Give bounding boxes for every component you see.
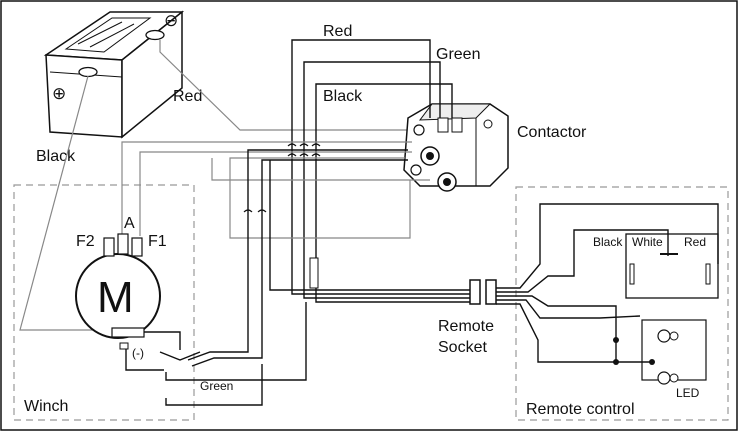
wire-green-bottom-label: Green xyxy=(200,379,233,393)
switch-contact-right xyxy=(705,263,711,285)
cable-f1 xyxy=(139,151,412,236)
wire-green xyxy=(303,61,441,290)
wire-red xyxy=(291,39,431,290)
remote-wire-white xyxy=(496,229,669,293)
remote-socket-label-1: Remote xyxy=(438,318,494,335)
ground-bracket xyxy=(159,351,201,361)
remote-wire-red xyxy=(496,203,719,289)
remote-wire-ground xyxy=(496,303,650,363)
terminal-f1-label: F1 xyxy=(148,233,167,250)
motor-m-label: M xyxy=(97,273,134,322)
cable-f2 xyxy=(121,141,412,238)
remote-switch xyxy=(625,233,719,299)
positive-terminal xyxy=(78,66,98,78)
motor-lead xyxy=(144,331,181,350)
cable-link xyxy=(211,158,430,181)
led-label: LED xyxy=(676,386,700,400)
minus-icon: ⊖ xyxy=(164,11,178,30)
remote-socket-label-2: Socket xyxy=(438,339,487,356)
wire-black xyxy=(315,83,453,290)
wire-green-label: Green xyxy=(436,46,480,63)
led-circuit xyxy=(613,319,707,385)
battery-black-label: Black xyxy=(36,148,76,165)
contactor-label: Contactor xyxy=(517,124,587,141)
ground-cable-1 xyxy=(187,149,408,361)
switch-white-label: White xyxy=(632,235,663,249)
terminal-f2-label: F2 xyxy=(76,233,95,250)
remote-socket xyxy=(469,279,497,305)
ground-symbol-label: (-) xyxy=(132,346,144,360)
battery-red-cable xyxy=(159,40,410,131)
ground-return xyxy=(165,364,263,406)
winch-box xyxy=(13,184,195,421)
motor-terminals xyxy=(103,233,143,257)
battery-red-label: Red xyxy=(173,88,202,105)
contactor xyxy=(403,103,509,192)
green-ground-wire xyxy=(165,302,307,381)
remote-control-label: Remote control xyxy=(526,401,635,418)
wire-crossings xyxy=(243,143,321,213)
fuse xyxy=(309,257,319,289)
switch-contact-left xyxy=(629,263,635,285)
terminal-a-label: A xyxy=(124,215,135,232)
remote-wire-black xyxy=(496,295,617,360)
battery xyxy=(43,10,185,139)
motor-ground-lead xyxy=(125,349,164,371)
wire-black-label: Black xyxy=(323,88,363,105)
remote-wire-led xyxy=(496,299,641,319)
socket-wire-3 xyxy=(303,290,470,299)
plus-icon: ⊕ xyxy=(52,84,66,103)
cable-a xyxy=(229,157,411,239)
negative-terminal xyxy=(145,29,165,41)
ground-cable-2 xyxy=(191,159,408,367)
socket-wire-4 xyxy=(315,290,470,303)
switch-black-label: Black xyxy=(593,235,623,249)
socket-wire-1 xyxy=(269,160,470,291)
switch-red-label: Red xyxy=(684,235,706,249)
wire-red-label: Red xyxy=(323,23,352,40)
socket-wire-2 xyxy=(291,290,470,295)
winch-label: Winch xyxy=(24,398,68,415)
